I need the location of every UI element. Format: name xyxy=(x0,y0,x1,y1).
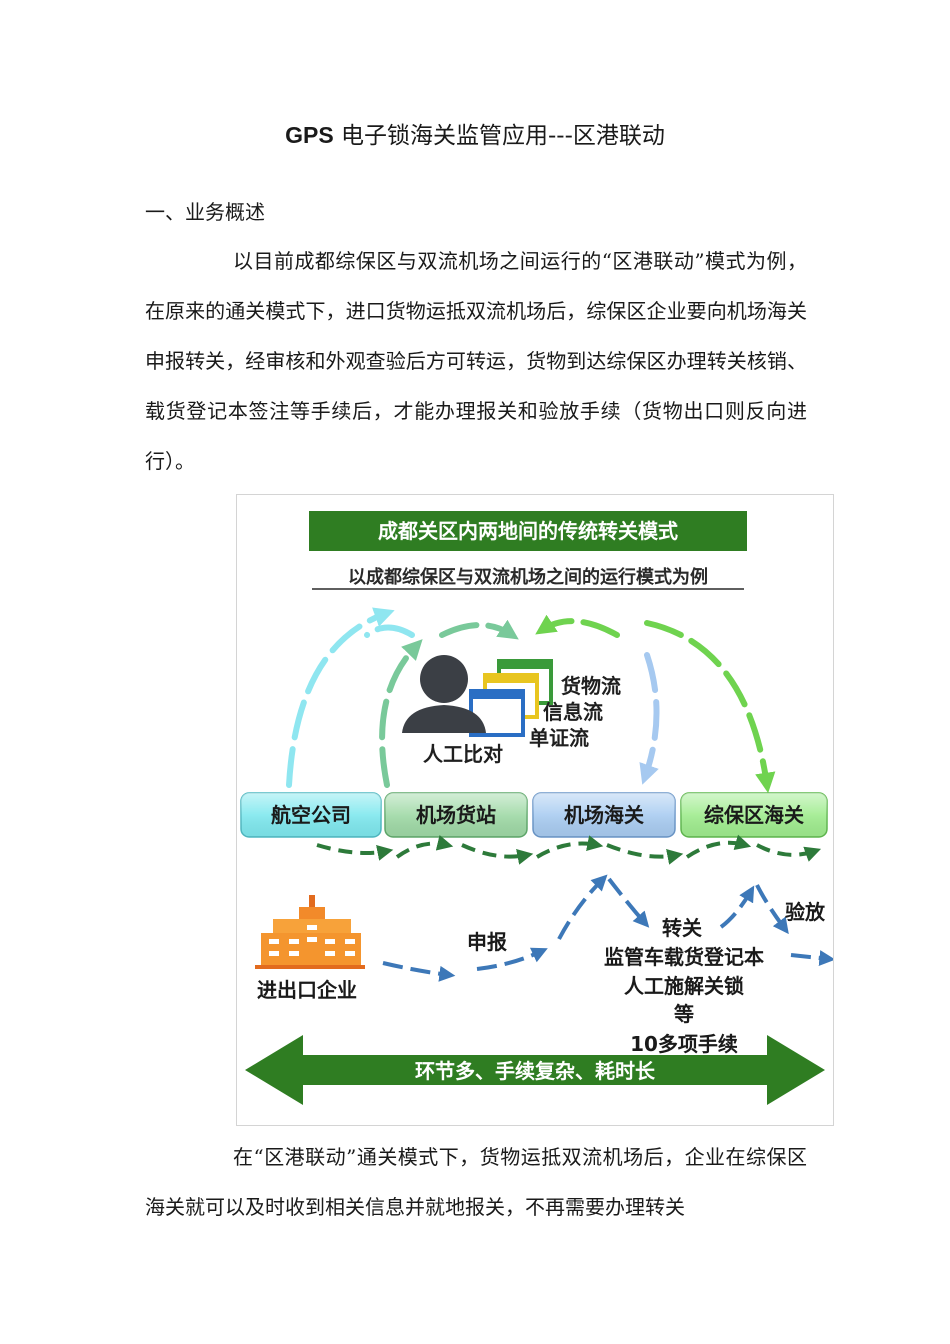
flow-label-goods: 货物流 xyxy=(561,674,621,698)
arrow-airline-up xyxy=(286,607,395,788)
arrow-customs-down xyxy=(639,652,660,785)
lower-node-arrows xyxy=(316,834,822,865)
flow-label-info: 信息流 xyxy=(543,700,603,724)
procedure-4: 10多项手续 xyxy=(630,1032,738,1056)
person-label: 人工比对 xyxy=(423,742,503,766)
section-heading: 一、业务概述 xyxy=(145,200,265,224)
node-airport-customs: 机场海关 xyxy=(532,792,676,838)
paragraph-1: 以目前成都综保区与双流机场之间运行的“区港联动”模式为例，在原来的通关模式下，进… xyxy=(145,249,807,473)
flow-label-docs: 单证流 xyxy=(529,726,589,750)
arrow-to-zone xyxy=(719,885,755,929)
transfer-label: 转关 xyxy=(662,916,702,940)
node-airport-customs-label: 机场海关 xyxy=(564,803,644,827)
process-arrows xyxy=(382,874,833,982)
building-icon xyxy=(255,895,365,969)
title-prefix: GPS xyxy=(285,122,334,148)
arrow-after-declare xyxy=(476,947,548,971)
arrow-after-release xyxy=(790,950,833,967)
arrow-terminal-up xyxy=(379,639,423,788)
node-bonded-zone-customs-label: 综保区海关 xyxy=(704,803,804,827)
arrow-from-airport-customs xyxy=(607,877,650,928)
arrow-zone-down xyxy=(644,620,776,794)
upper-flow-arrows xyxy=(286,607,776,794)
customs-transfer-diagram: 成都关区内两地间的传统转关模式 以成都综保区与双流机场之间的运行模式为例 xyxy=(236,494,834,1126)
arrow-to-release xyxy=(755,884,789,935)
arrow-to-airport-customs xyxy=(557,874,608,940)
arrow-to-declare xyxy=(382,961,456,982)
bottom-double-arrow xyxy=(245,1035,825,1105)
diagram-subtitle: 以成都综保区与双流机场之间的运行模式为例 xyxy=(348,566,708,588)
person-icon xyxy=(402,655,486,733)
diagram-svg: 成都关区内两地间的传统转关模式 以成都综保区与双流机场之间的运行模式为例 xyxy=(240,511,833,1105)
paragraph-2: 在“区港联动”通关模式下，货物运抵双流机场后，企业在综保区海关就可以及时收到相关… xyxy=(145,1145,807,1219)
node-cargo-terminal: 机场货站 xyxy=(384,792,528,838)
procedure-2: 人工施解关锁 xyxy=(624,974,744,998)
banner-title: 成都关区内两地间的传统转关模式 xyxy=(378,519,678,543)
document-title: GPS 电子锁海关监管应用---区港联动 xyxy=(0,116,950,150)
procedure-3: 等 xyxy=(674,1002,694,1026)
arrow-top-left xyxy=(439,619,519,640)
node-cargo-terminal-label: 机场货站 xyxy=(416,803,496,827)
arrow-top-cyan xyxy=(364,624,415,638)
arrow-top-right xyxy=(535,614,620,638)
title-rest: 电子锁海关监管应用---区港联动 xyxy=(333,123,665,149)
banner-title-box xyxy=(309,511,747,551)
node-airline: 航空公司 xyxy=(240,792,382,838)
procedure-1: 监管车载货登记本 xyxy=(604,945,764,969)
node-airline-label: 航空公司 xyxy=(271,803,351,827)
release-label: 验放 xyxy=(785,900,826,924)
document-stack-icon xyxy=(469,659,553,737)
enterprise-label: 进出口企业 xyxy=(257,978,357,1002)
node-bonded-zone-customs: 综保区海关 xyxy=(680,792,828,838)
bottom-banner-text: 环节多、手续复杂、耗时长 xyxy=(415,1059,656,1083)
declare-label: 申报 xyxy=(467,930,507,954)
